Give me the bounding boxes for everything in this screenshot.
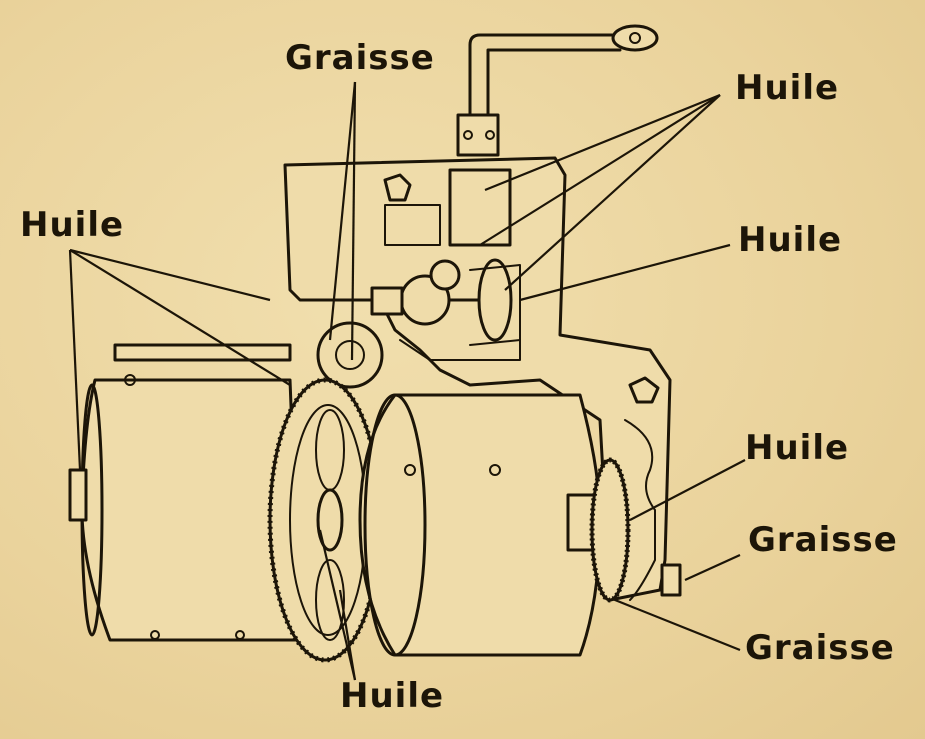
left-bearing (68, 468, 88, 522)
label-graisse-top: Graisse (285, 38, 435, 78)
label-huile-top-right: Huile (735, 68, 840, 108)
top-rod (468, 33, 622, 152)
regulator-box (448, 168, 512, 247)
label-huile-mid-right: Huile (738, 220, 843, 260)
nut-right (628, 376, 660, 404)
label-huile-bottom: Huile (340, 676, 445, 716)
grease-cup-right (660, 563, 682, 597)
left-support (113, 343, 292, 362)
nut-top (383, 173, 412, 202)
rod-eyelet (611, 24, 659, 52)
small-gear (316, 321, 384, 389)
leader-lines (68, 81, 746, 681)
label-graisse-bottom-right: Graisse (745, 628, 895, 668)
right-cylinder (358, 393, 602, 657)
regulator-disc (477, 258, 513, 342)
label-huile-left: Huile (20, 205, 125, 245)
label-graisse-right: Graisse (748, 520, 898, 560)
left-cylinder (80, 378, 302, 642)
label-huile-right: Huile (745, 428, 850, 468)
